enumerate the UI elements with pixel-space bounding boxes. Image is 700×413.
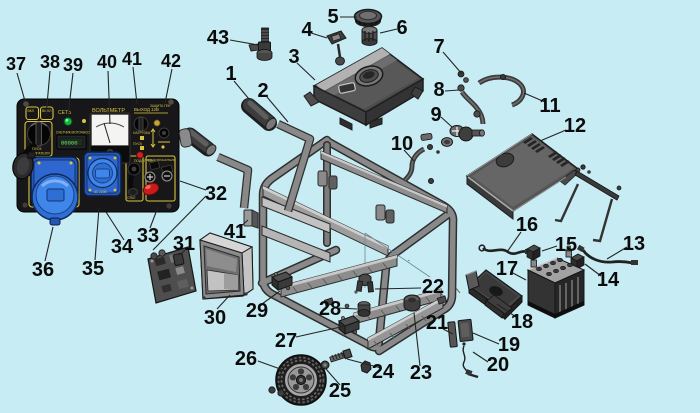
svg-text:ЗАЩИТА ГЕН: ЗАЩИТА ГЕН: [150, 104, 171, 108]
svg-text:37: 37: [6, 54, 26, 74]
svg-text:15: 15: [555, 234, 577, 256]
svg-text:13: 13: [623, 233, 645, 255]
svg-text:31: 31: [173, 233, 195, 255]
svg-text:ВОЛЬТМЕТР: ВОЛЬТМЕТР: [92, 108, 125, 114]
svg-text:2: 2: [257, 80, 268, 102]
svg-text:ПОДОГРЕВ: ПОДОГРЕВ: [134, 159, 153, 163]
svg-text:ПРЕДОХРАНИТЕЛЬ: ПРЕДОХРАНИТЕЛЬ: [147, 158, 175, 162]
svg-text:23: 23: [410, 362, 432, 384]
svg-text:25: 25: [329, 380, 351, 402]
svg-text:14: 14: [597, 269, 620, 291]
svg-text:41: 41: [224, 221, 246, 243]
svg-text:3: 3: [288, 46, 299, 68]
svg-text:22: 22: [422, 276, 444, 298]
svg-text:42: 42: [161, 51, 181, 71]
svg-text:НАГРУЗКА: НАГРУЗКА: [133, 131, 151, 135]
svg-text:7: 7: [433, 36, 444, 58]
svg-text:39: 39: [63, 55, 83, 75]
svg-text:33: 33: [137, 225, 159, 247]
svg-text:ВЫХОД 12В: ВЫХОД 12В: [134, 107, 159, 112]
svg-text:36: 36: [32, 259, 54, 281]
svg-text:ДВИГАТЕЛЯ: ДВИГАТЕЛЯ: [29, 152, 50, 156]
svg-text:18: 18: [511, 311, 533, 333]
svg-text:35: 35: [82, 258, 104, 280]
svg-text:ПУСК: ПУСК: [133, 142, 142, 146]
svg-text:5: 5: [327, 6, 338, 28]
svg-text:21: 21: [426, 312, 448, 334]
svg-text:30: 30: [204, 307, 226, 329]
svg-text:40: 40: [97, 52, 117, 72]
svg-text:СЧЕТЧИК МОТОЧАСОВ: СЧЕТЧИК МОТОЧАСОВ: [56, 131, 92, 135]
svg-text:17: 17: [496, 258, 518, 280]
svg-text:26: 26: [235, 348, 257, 370]
svg-text:ПУСК: ПУСК: [32, 147, 42, 151]
svg-text:9: 9: [430, 104, 441, 126]
svg-text:4: 4: [301, 19, 313, 41]
svg-text:12: 12: [564, 115, 586, 137]
svg-text:6: 6: [396, 17, 407, 39]
svg-text:1: 1: [225, 63, 236, 85]
svg-text:32: 32: [205, 183, 227, 205]
svg-text:43: 43: [207, 27, 229, 49]
svg-text:19: 19: [498, 334, 520, 356]
svg-text:38: 38: [40, 52, 60, 72]
svg-text:41: 41: [122, 49, 142, 69]
svg-text:27: 27: [275, 330, 297, 352]
svg-text:АС 220В: АС 220В: [94, 190, 107, 194]
svg-text:ОТКЛ: ОТКЛ: [127, 196, 135, 200]
svg-text:СЕТЬ: СЕТЬ: [58, 110, 72, 116]
svg-text:11: 11: [539, 95, 560, 117]
svg-text:24: 24: [372, 361, 395, 383]
svg-text:00000: 00000: [61, 140, 78, 147]
svg-text:ВКЛ: ВКЛ: [28, 109, 34, 113]
svg-text:29: 29: [246, 300, 268, 322]
svg-text:34: 34: [111, 236, 134, 258]
svg-text:10: 10: [391, 133, 413, 155]
svg-text:28: 28: [319, 298, 341, 320]
svg-text:16: 16: [516, 214, 538, 236]
svg-text:8: 8: [433, 79, 444, 101]
svg-text:20: 20: [487, 354, 509, 376]
